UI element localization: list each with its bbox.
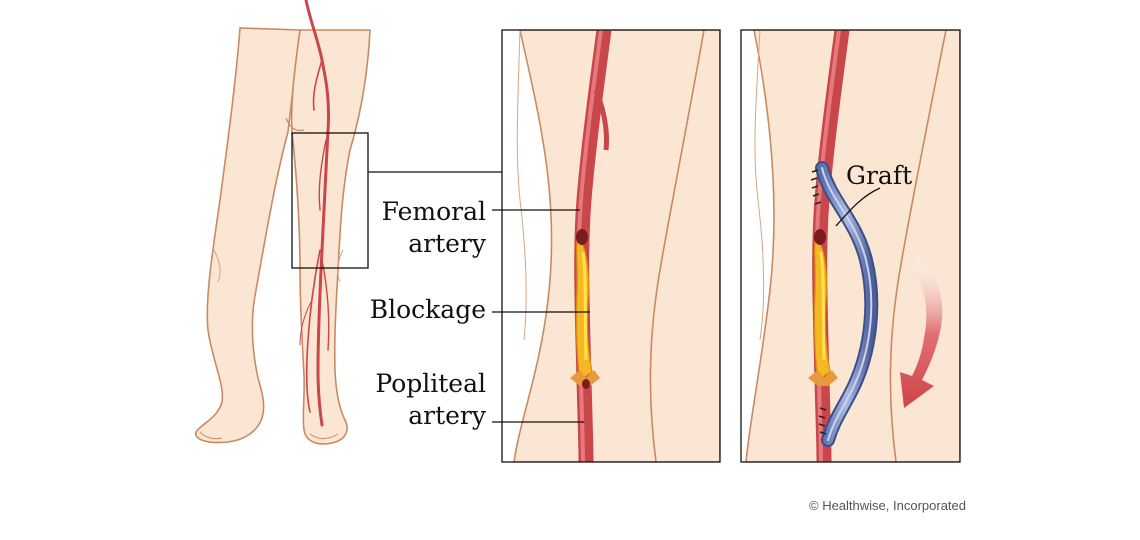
label-popliteal-line1: Popliteal xyxy=(375,369,486,398)
label-graft: Graft xyxy=(846,161,913,190)
legs-figure xyxy=(195,0,371,445)
leader-lines xyxy=(492,187,881,423)
label-femoral-line1: Femoral xyxy=(381,197,486,226)
panel-blockage xyxy=(501,29,721,463)
label-popliteal-line2: artery xyxy=(408,401,486,430)
label-popliteal-artery: Popliteal artery xyxy=(356,368,486,432)
copyright-credit: © Healthwise, Incorporated xyxy=(809,498,966,513)
zoom-box xyxy=(291,132,369,269)
label-femoral-line2: artery xyxy=(408,229,486,258)
flow-arrow xyxy=(900,258,943,408)
label-femoral-artery: Femoral artery xyxy=(360,196,486,260)
left-leg xyxy=(195,27,301,444)
label-blockage: Blockage xyxy=(369,295,486,324)
panel-graft xyxy=(740,29,961,463)
figure-arteries xyxy=(299,0,331,427)
